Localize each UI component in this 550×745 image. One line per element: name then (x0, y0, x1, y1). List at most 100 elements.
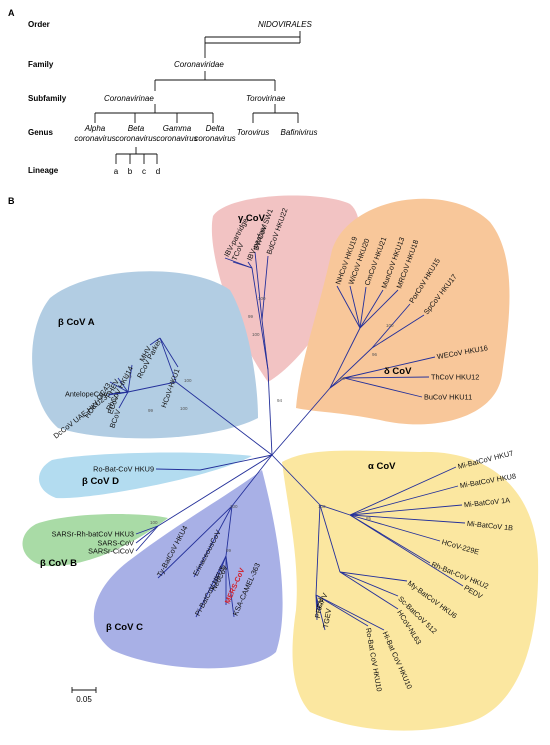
tree-branch (267, 369, 273, 456)
bootstrap-value: 100 (230, 504, 238, 509)
row-label-subfamily: Subfamily (28, 94, 67, 103)
tree-branch (261, 319, 269, 371)
tree-branch (159, 337, 177, 383)
genus-delta-suffix: coronavirus (194, 134, 235, 143)
tree-branch (247, 261, 253, 269)
tree-branch (359, 289, 399, 329)
tree-branch (193, 505, 233, 578)
tree-branch (225, 555, 235, 618)
tree-branch (349, 466, 457, 516)
genus-alpha-suffix: coronavirus (74, 134, 115, 143)
tree-branch (315, 594, 369, 627)
tree-branch (349, 504, 463, 516)
tree-branch (271, 454, 321, 506)
tree-branch (343, 377, 423, 398)
row-label-lineage: Lineage (28, 166, 59, 175)
scale-bar-label: 0.05 (76, 695, 92, 704)
tree-branch (315, 504, 321, 596)
tree-branch (225, 505, 233, 557)
group-label-beta-d: β CoV D (82, 476, 119, 487)
bootstrap-value: 100 (386, 323, 394, 328)
tree-branch (118, 391, 129, 409)
genus-delta: Delta (206, 124, 225, 133)
leaf-label: PRCV (313, 597, 325, 619)
tree-branch (109, 381, 129, 393)
tree-branch (254, 251, 263, 321)
tree-branch (349, 485, 459, 516)
leaf-label: ThCoV HKU12 (431, 373, 479, 382)
leaf-label: TGEV (321, 608, 333, 629)
tree-branch (157, 505, 233, 579)
tree-branch (339, 571, 399, 597)
tree-branch (349, 514, 464, 587)
leaf-label: Ro-Bat-CoV HKU9 (93, 465, 154, 474)
bootstrap-value: 100 (318, 504, 326, 509)
tree-branches (107, 251, 466, 631)
clade-alpha-region (282, 450, 539, 731)
tree-branch (319, 504, 341, 573)
tree-branch (349, 285, 361, 329)
tree-branch (359, 289, 384, 329)
tree-branch (135, 525, 159, 552)
tree-branch (149, 337, 161, 346)
tree-branch (231, 454, 273, 507)
group-label-alpha: α CoV (368, 461, 396, 472)
tree-branch (251, 267, 269, 371)
bootstrap-value: 99 (248, 314, 254, 319)
tree-branch (343, 376, 430, 379)
tree-branch (261, 255, 269, 321)
tree-branch (127, 381, 177, 393)
scale-bar: 0.05 (71, 687, 97, 704)
tree-branch (329, 347, 373, 389)
group-label-beta-c: β CoV C (106, 622, 143, 633)
lineage-c: c (142, 167, 146, 176)
tree-branch (329, 327, 361, 389)
tree-branch (117, 377, 129, 393)
tree-branch (315, 594, 319, 611)
tree-branch (339, 571, 399, 610)
lineage-b: b (128, 167, 133, 176)
leaf-label: SARSr-CiCoV (88, 547, 134, 556)
bootstrap-value: 96 (372, 352, 378, 357)
bootstrap-values: 100 99 100 94 100 96 99 100 99 100 100 1… (124, 296, 394, 553)
genus-beta-suffix: coronavirus (115, 134, 156, 143)
tree-branch (135, 525, 159, 544)
panel-a-taxonomy: A Order Family Subfamily Genus Lineage N… (8, 8, 317, 176)
tree-branch (343, 356, 436, 379)
order-name: NIDOVIRALES (258, 20, 312, 29)
tree-branch (127, 364, 133, 393)
tree-branch (319, 504, 351, 516)
row-label-family: Family (28, 60, 54, 69)
bootstrap-value: 85 (366, 516, 372, 521)
tree-branch (315, 594, 385, 631)
taxonomy-lines (94, 31, 301, 164)
bootstrap-value: 99 (340, 376, 346, 381)
leaf-label: SARSr-Rh-batCoV HKU3 (52, 530, 134, 539)
clade-beta-b-region (22, 514, 169, 567)
leaf-label: SARS-CoV (98, 539, 135, 548)
bootstrap-value: 100 (252, 332, 260, 337)
tree-branch (371, 303, 411, 349)
genus-torovirus: Torovirus (237, 128, 270, 137)
group-label-delta: δ CoV (384, 366, 412, 377)
group-label-beta-b: β CoV B (40, 558, 77, 569)
panel-a-label: A (8, 8, 15, 18)
genus-gamma: Gamma (163, 124, 192, 133)
tree-branch (159, 337, 179, 368)
row-label-genus: Genus (28, 128, 53, 137)
genus-bafinivirus: Bafinivirus (281, 128, 318, 137)
clade-beta-d-region (38, 452, 253, 499)
genus-alpha: Alpha (84, 124, 106, 133)
tree-branch (232, 261, 253, 269)
tree-branch (199, 454, 273, 471)
tree-branch (315, 594, 326, 631)
tree-branch (157, 454, 273, 527)
bootstrap-value: 100 (124, 374, 132, 379)
tree-branch (211, 555, 227, 593)
bootstrap-value: 94 (277, 398, 283, 403)
tree-branch (155, 468, 201, 471)
leaf-label: BuCoV HKU11 (424, 393, 472, 402)
tree-branch (135, 525, 159, 535)
clade-beta-a-region (32, 271, 259, 439)
